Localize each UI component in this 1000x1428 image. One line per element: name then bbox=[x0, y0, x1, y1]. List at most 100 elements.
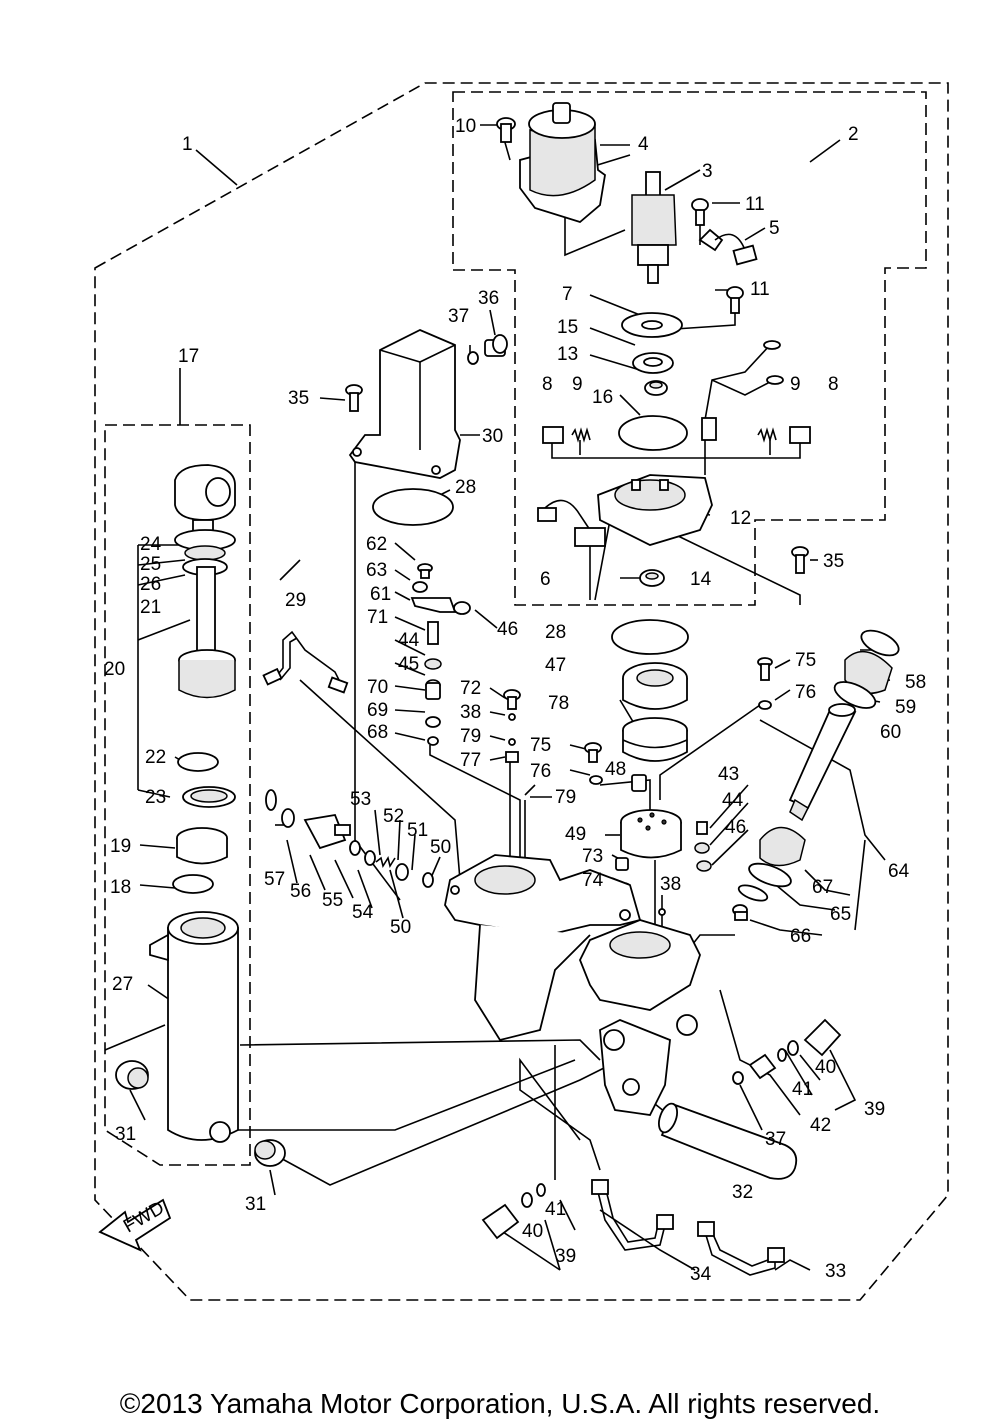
lead-wire-part bbox=[701, 340, 784, 475]
part-label: 30 bbox=[482, 426, 503, 447]
brush-holder-plate-part bbox=[621, 312, 683, 338]
part-label: 50 bbox=[390, 917, 411, 938]
part-label: 58 bbox=[905, 672, 926, 693]
shaft-part bbox=[657, 1102, 798, 1180]
part-label: 25 bbox=[140, 554, 161, 575]
part-label: 24 bbox=[140, 534, 162, 555]
part-label: 70 bbox=[367, 677, 388, 698]
screw-part bbox=[496, 117, 516, 143]
part-label: 15 bbox=[557, 317, 578, 338]
part-label: 38 bbox=[460, 702, 481, 723]
part-label: 33 bbox=[825, 1261, 846, 1282]
part-label: 43 bbox=[718, 764, 739, 785]
screw-part bbox=[691, 198, 744, 314]
part-label: 19 bbox=[110, 836, 131, 857]
part-label: 22 bbox=[145, 747, 166, 768]
forward-arrow-icon: FWD bbox=[98, 1198, 172, 1252]
part-label: 51 bbox=[407, 820, 428, 841]
part-label: 36 bbox=[478, 288, 499, 309]
tilt-cylinder-part bbox=[149, 911, 239, 1143]
valve-fitting-part bbox=[732, 1018, 842, 1085]
part-label: 8 bbox=[828, 374, 839, 395]
motor-yoke-part bbox=[519, 102, 606, 224]
part-label: 32 bbox=[732, 1182, 753, 1203]
part-label: 28 bbox=[455, 477, 476, 498]
part-label: 8 bbox=[542, 374, 553, 395]
brush-holder-part bbox=[537, 499, 606, 547]
part-label: 48 bbox=[605, 759, 626, 780]
part-label: 29 bbox=[285, 590, 306, 611]
part-label: 42 bbox=[810, 1115, 831, 1136]
part-label: 41 bbox=[792, 1079, 813, 1100]
part-label: 9 bbox=[790, 374, 801, 395]
part-label: 65 bbox=[830, 904, 851, 925]
part-label: 53 bbox=[350, 789, 371, 810]
pin-part bbox=[115, 1060, 286, 1167]
part-label: 78 bbox=[548, 693, 569, 714]
part-label: 79 bbox=[460, 726, 481, 747]
part-label: 56 bbox=[290, 881, 311, 902]
part-label: 13 bbox=[557, 344, 578, 365]
part-label: 41 bbox=[545, 1199, 566, 1220]
part-label: 7 bbox=[562, 284, 573, 305]
part-label: 46 bbox=[725, 817, 746, 838]
assembly-1-boundary bbox=[94, 82, 949, 1301]
copyright-notice: ©2013 Yamaha Motor Corporation, U.S.A. A… bbox=[119, 1388, 881, 1419]
o-ring-part bbox=[467, 351, 479, 365]
part-label: 75 bbox=[795, 650, 816, 671]
part-label: 38 bbox=[660, 874, 681, 895]
part-label: 76 bbox=[795, 682, 816, 703]
part-label: 77 bbox=[460, 750, 481, 771]
power-trim-tilt-exploded-diagram: FWD 1 2 3 4 5 6 7 8 8 9 9 10 11 11 12 13… bbox=[94, 82, 949, 1301]
spring-part bbox=[571, 427, 777, 443]
part-label: 62 bbox=[366, 534, 387, 555]
part-label: 10 bbox=[455, 116, 476, 137]
part-label: 69 bbox=[367, 700, 388, 721]
valve-small-part bbox=[503, 689, 521, 763]
manual-valve-part bbox=[265, 789, 434, 888]
part-label: 12 bbox=[730, 508, 751, 529]
piston-rod-part bbox=[174, 464, 236, 699]
part-label: 44 bbox=[722, 790, 744, 811]
part-label: 79 bbox=[555, 787, 576, 808]
part-label: 37 bbox=[448, 306, 469, 327]
o-ring-part bbox=[618, 415, 688, 451]
part-label: 23 bbox=[145, 787, 166, 808]
part-label: 20 bbox=[104, 659, 125, 680]
part-label: 50 bbox=[430, 837, 451, 858]
part-label: 55 bbox=[322, 890, 343, 911]
piston-part bbox=[172, 827, 228, 894]
part-label: 11 bbox=[750, 279, 770, 300]
part-label: 16 bbox=[592, 387, 613, 408]
motor-bracket-part bbox=[597, 474, 713, 546]
part-label: 1 bbox=[182, 134, 193, 155]
part-label: 68 bbox=[367, 722, 388, 743]
part-label: 72 bbox=[460, 678, 481, 699]
plug-part bbox=[484, 334, 508, 357]
part-label: 54 bbox=[352, 902, 374, 923]
part-label: 28 bbox=[545, 622, 566, 643]
part-label: 76 bbox=[530, 761, 551, 782]
part-label: 18 bbox=[110, 877, 131, 898]
part-label: 40 bbox=[522, 1221, 543, 1242]
manifold-housing-part bbox=[444, 854, 701, 1116]
oil-seal-part bbox=[632, 352, 674, 374]
part-label: 17 bbox=[178, 346, 199, 367]
pipe-part bbox=[591, 1179, 785, 1276]
bolt-part bbox=[345, 384, 809, 574]
armature-part bbox=[631, 171, 677, 284]
part-label: 31 bbox=[245, 1194, 266, 1215]
part-label: 2 bbox=[848, 124, 859, 145]
part-label: 35 bbox=[823, 551, 844, 572]
part-label: 73 bbox=[582, 846, 603, 867]
part-label: 3 bbox=[702, 161, 713, 182]
part-label: 40 bbox=[815, 1057, 836, 1078]
part-label: 49 bbox=[565, 824, 586, 845]
part-label: 61 bbox=[370, 584, 391, 605]
part-number-labels: 1 2 3 4 5 6 7 8 8 9 9 10 11 11 12 13 14 … bbox=[104, 116, 926, 1285]
bearing-part bbox=[644, 380, 668, 396]
pipe-part bbox=[262, 630, 349, 694]
part-label: 45 bbox=[398, 654, 419, 675]
part-label: 39 bbox=[864, 1099, 885, 1120]
part-label: 66 bbox=[790, 926, 811, 947]
